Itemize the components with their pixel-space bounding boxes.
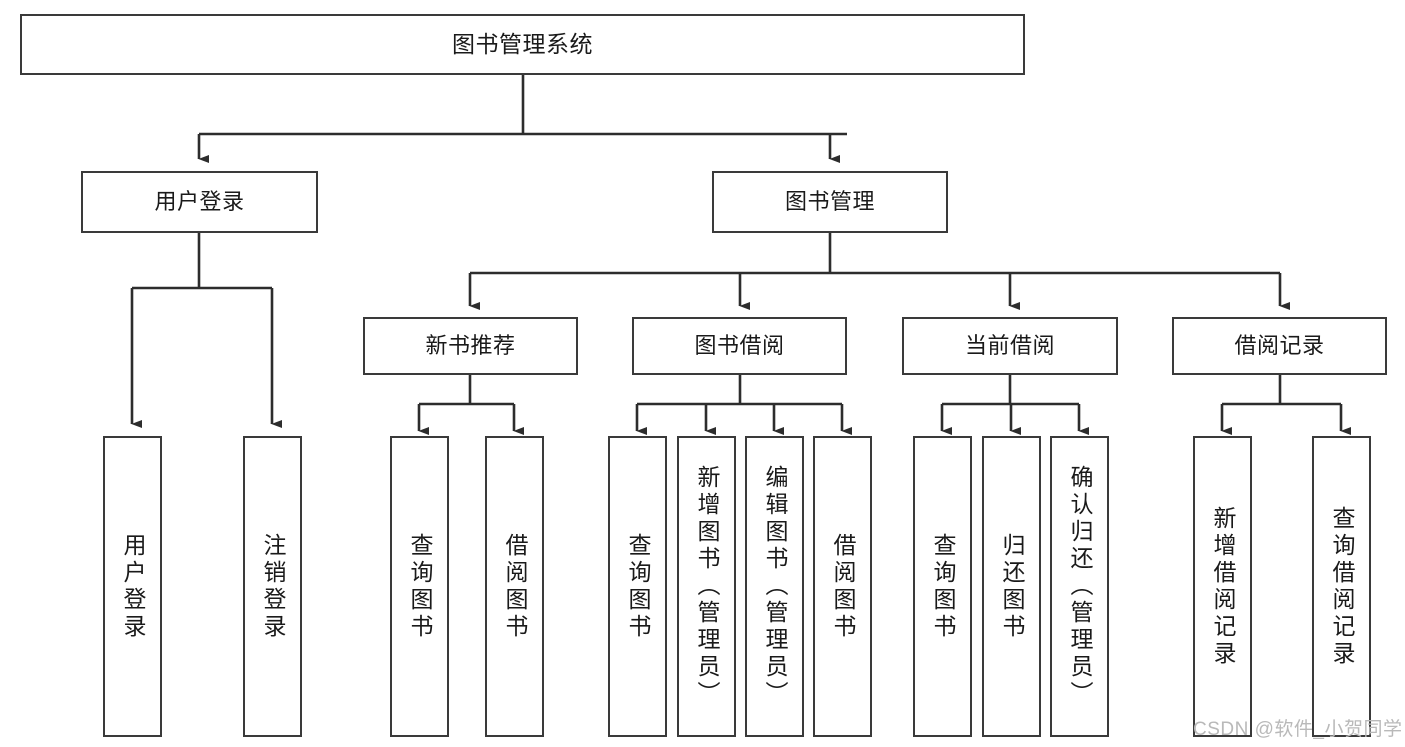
node-label: 新增借阅记录 [1210, 505, 1236, 668]
node-label: 借阅图书 [830, 532, 856, 641]
node-label: 查询图书 [625, 532, 651, 641]
node-label: 图书管理系统 [452, 30, 593, 57]
node-label: 归还图书 [999, 532, 1025, 641]
node-leaf-borrow-book-2[interactable]: 借阅图书 [813, 436, 872, 737]
node-label: 借阅图书 [502, 532, 528, 641]
node-label: 编辑图书（管理员） [762, 465, 788, 708]
node-label: 注销登录 [260, 532, 286, 641]
node-leaf-user-login[interactable]: 用户登录 [103, 436, 162, 737]
node-label: 查询图书 [407, 532, 433, 641]
node-leaf-query-book-2[interactable]: 查询图书 [608, 436, 667, 737]
node-label: 当前借阅 [964, 333, 1055, 359]
node-label: 确认归还（管理员） [1067, 465, 1093, 708]
node-book-borrow[interactable]: 图书借阅 [632, 317, 847, 375]
node-leaf-edit-book[interactable]: 编辑图书（管理员） [745, 436, 804, 737]
node-label: 查询借阅记录 [1329, 505, 1355, 668]
node-label: 新增图书（管理员） [694, 465, 720, 708]
node-leaf-borrow-book-1[interactable]: 借阅图书 [485, 436, 544, 737]
node-label: 图书借阅 [694, 333, 785, 359]
node-label: 新书推荐 [425, 333, 516, 359]
node-current-borrow[interactable]: 当前借阅 [902, 317, 1118, 375]
node-label: 图书管理 [784, 189, 875, 215]
node-new-book-recommend[interactable]: 新书推荐 [363, 317, 578, 375]
node-leaf-logout-login[interactable]: 注销登录 [243, 436, 302, 737]
node-label: 用户登录 [120, 532, 146, 641]
node-label: 借阅记录 [1234, 333, 1325, 359]
node-label: 用户登录 [154, 189, 245, 215]
node-user-login[interactable]: 用户登录 [81, 171, 318, 233]
node-leaf-add-borrow-record[interactable]: 新增借阅记录 [1193, 436, 1252, 737]
node-leaf-return-book[interactable]: 归还图书 [982, 436, 1041, 737]
node-book-management[interactable]: 图书管理 [712, 171, 948, 233]
node-borrow-record[interactable]: 借阅记录 [1172, 317, 1387, 375]
node-leaf-add-book[interactable]: 新增图书（管理员） [677, 436, 736, 737]
node-root-system[interactable]: 图书管理系统 [20, 14, 1025, 75]
node-leaf-confirm-return[interactable]: 确认归还（管理员） [1050, 436, 1109, 737]
node-leaf-query-book-3[interactable]: 查询图书 [913, 436, 972, 737]
node-label: 查询图书 [930, 532, 956, 641]
node-leaf-query-borrow-record[interactable]: 查询借阅记录 [1312, 436, 1371, 737]
node-leaf-query-book-1[interactable]: 查询图书 [390, 436, 449, 737]
